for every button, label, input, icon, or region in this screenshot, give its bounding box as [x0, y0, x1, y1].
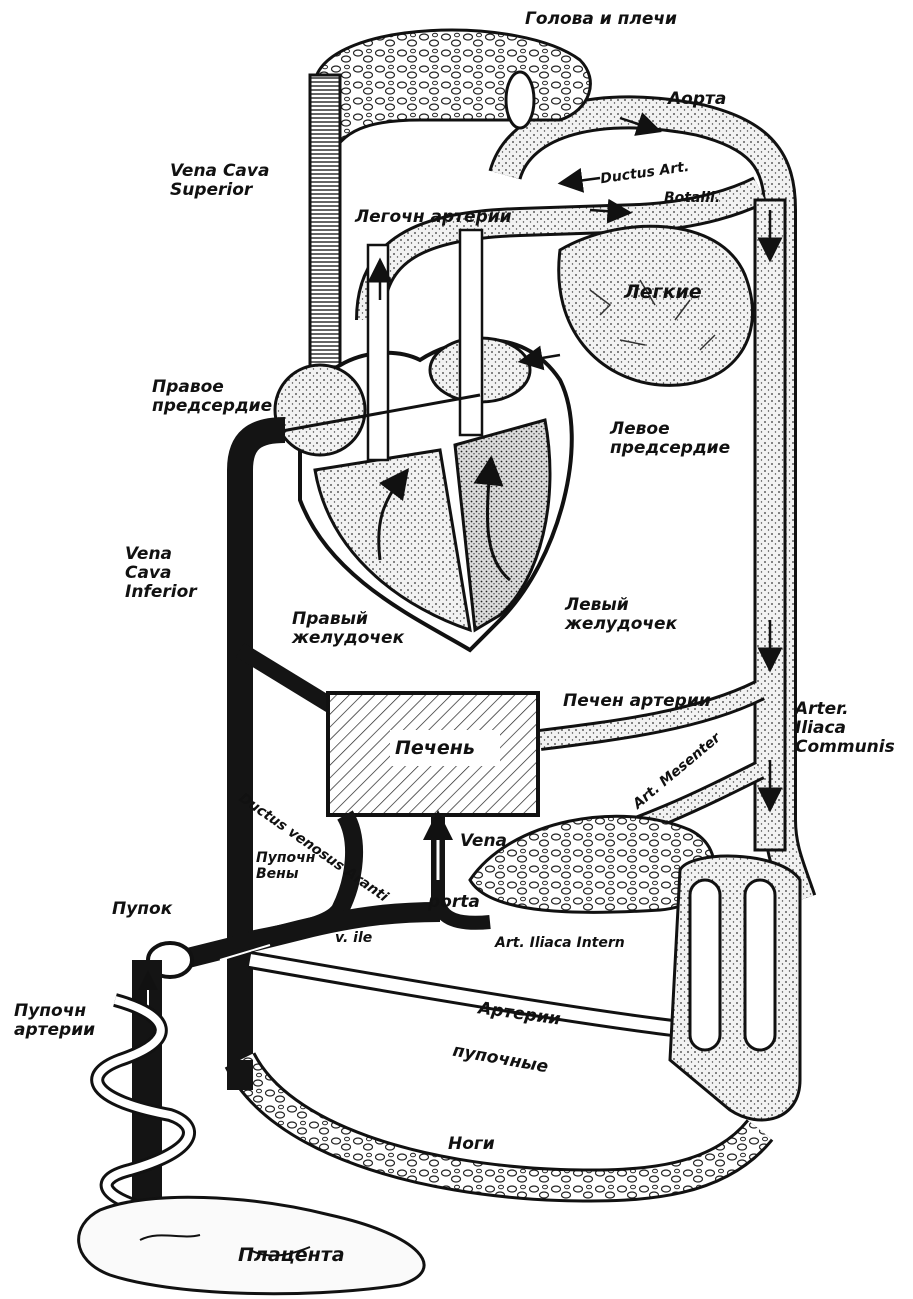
label-liver: Печень [395, 738, 475, 759]
label-pulmonary-arteries: Легочн артерии [355, 208, 512, 227]
label-arter-iliaca-communis-line1: Arter. [795, 700, 895, 719]
label-arter-iliaca-communis-line2: Iliaca [795, 719, 895, 738]
label-left-atrium-line1: Левое [610, 420, 730, 439]
label-vena-cava-superior: Vena Cava Superior [170, 162, 269, 200]
label-right-atrium: Правое предсердие [152, 378, 272, 416]
label-umbilical-veins: Пупочн Вены [256, 850, 315, 882]
label-porta: porta [428, 893, 480, 912]
label-botalli: Botalli. [664, 190, 720, 206]
vena-cava-superior [310, 75, 340, 375]
label-umbilical-veins-line2: Вены [256, 866, 315, 882]
label-right-ventricle-line1: Правый [292, 610, 404, 629]
label-arter-iliaca-communis: Arter. Iliaca Communis [795, 700, 895, 757]
label-placenta: Плацента [238, 1245, 345, 1266]
umbilical-vein [180, 912, 440, 960]
label-vena-cava-inferior-line1: Vena [125, 545, 197, 564]
label-hepatic-artery: Печен артерии [563, 692, 711, 711]
label-umbilical-arteries-left: Пупочн артерии [14, 1002, 95, 1040]
lungs [559, 226, 753, 385]
label-lungs: Легкие [624, 282, 702, 303]
legs-capillaries [240, 1060, 760, 1186]
heart [260, 230, 572, 650]
label-left-ventricle-line2: желудочек [565, 615, 677, 634]
label-aorta: Аорта [668, 90, 726, 109]
label-navel: Пупок [112, 900, 172, 919]
label-umbilical-arteries-left-line1: Пупочн [14, 1002, 95, 1021]
iliac-branches [670, 856, 800, 1120]
right-atrium [275, 365, 365, 455]
label-head-shoulders: Голова и плечи [525, 10, 677, 29]
label-vena-cava-superior-line2: Superior [170, 181, 269, 200]
label-right-atrium-line2: предсердие [152, 397, 272, 416]
label-right-ventricle-line2: желудочек [292, 629, 404, 648]
label-left-atrium-line2: предсердие [610, 439, 730, 458]
label-left-atrium: Левое предсердие [610, 420, 730, 458]
label-left-ventricle: Левый желудочек [565, 596, 677, 634]
label-umbilical-veins-line1: Пупочн [256, 850, 315, 866]
label-arter-iliaca-communis-line3: Communis [795, 738, 895, 757]
label-right-ventricle: Правый желудочек [292, 610, 404, 648]
label-vena-cava-inferior-line3: Inferior [125, 583, 197, 602]
label-vena: Vena [460, 832, 507, 851]
label-umbilical-arteries-left-line2: артерии [14, 1021, 95, 1040]
descending-aorta [755, 200, 785, 850]
label-art-iliaca-intern: Art. Iliaca Intern [495, 935, 625, 951]
label-right-atrium-line1: Правое [152, 378, 272, 397]
label-v-ile: v. ile [335, 930, 372, 946]
label-vena-cava-inferior: Vena Cava Inferior [125, 545, 197, 602]
label-vena-cava-superior-line1: Vena Cava [170, 162, 269, 181]
label-legs: Ноги [448, 1135, 495, 1154]
label-left-ventricle-line1: Левый [565, 596, 677, 615]
label-vena-cava-inferior-line2: Cava [125, 564, 197, 583]
